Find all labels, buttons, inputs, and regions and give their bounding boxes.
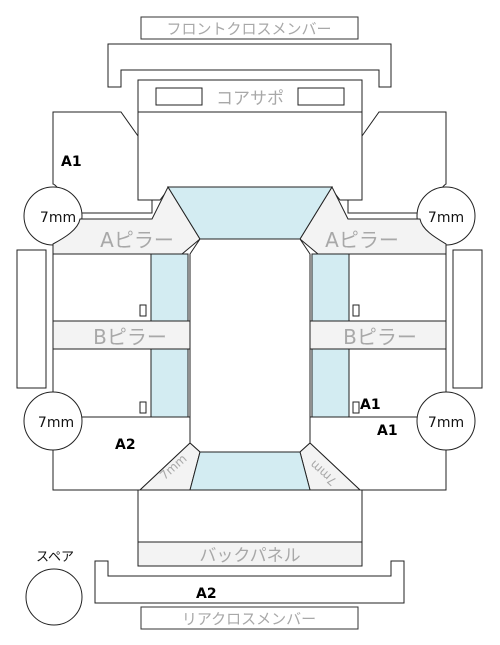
left-b-pillar-label: Bピラー bbox=[93, 325, 167, 349]
left-b-pillar-band bbox=[52, 320, 191, 350]
trunk-lid bbox=[137, 489, 363, 543]
left-front-door bbox=[52, 253, 152, 322]
front-right-wheel-size: 7mm bbox=[428, 210, 464, 226]
front-cross-member-box bbox=[140, 16, 359, 40]
roof-panel bbox=[189, 238, 311, 453]
spare-label: スペア bbox=[36, 550, 74, 565]
core-support-label: コアサポ bbox=[216, 89, 284, 109]
spare-tire bbox=[25, 568, 83, 626]
core-support-right-slot bbox=[297, 87, 345, 106]
front-cross-member-label: フロントクロスメンバー bbox=[166, 20, 331, 38]
grade-a2-rear: A2 bbox=[196, 586, 217, 602]
left-rear-door-handle bbox=[139, 401, 147, 414]
rear-right-wheel-size: 7mm bbox=[428, 415, 464, 431]
right-side-sill bbox=[452, 249, 483, 389]
right-front-door bbox=[348, 253, 447, 322]
rear-cross-member-box bbox=[140, 606, 359, 630]
right-b-pillar-label: Bピラー bbox=[343, 325, 417, 349]
grade-a2-left-rear: A2 bbox=[115, 437, 136, 453]
grade-a1-right-rear-door: A1 bbox=[360, 397, 381, 413]
left-front-door-handle bbox=[139, 304, 147, 317]
back-panel-band bbox=[137, 541, 363, 567]
front-cross-member-bracket bbox=[107, 43, 392, 88]
left-front-window bbox=[150, 253, 189, 322]
rear-left-wheel-size: 7mm bbox=[38, 415, 74, 431]
back-panel-label: バックパネル bbox=[199, 546, 300, 566]
rear-cross-member-label: リアクロスメンバー bbox=[182, 610, 316, 628]
rear-window bbox=[189, 451, 311, 491]
right-a-pillar-label: Aピラー bbox=[325, 228, 399, 252]
right-b-pillar-band bbox=[309, 320, 447, 350]
right-rear-door-handle bbox=[352, 401, 360, 414]
right-front-window bbox=[311, 253, 350, 322]
left-a-pillar-label: Aピラー bbox=[100, 228, 174, 252]
rear-left-wheel bbox=[23, 391, 83, 451]
front-left-wheel-size: 7mm bbox=[40, 210, 76, 226]
grade-a1-right-quarter: A1 bbox=[377, 423, 398, 439]
grade-a1-left-front: A1 bbox=[61, 154, 82, 170]
right-front-door-handle bbox=[352, 304, 360, 317]
left-side-sill bbox=[16, 249, 47, 389]
rear-right-wheel bbox=[416, 391, 476, 451]
left-rear-window bbox=[150, 348, 189, 418]
right-rear-window bbox=[311, 348, 350, 418]
core-support-left-slot bbox=[155, 87, 203, 106]
rear-cross-member-bracket bbox=[94, 560, 405, 604]
